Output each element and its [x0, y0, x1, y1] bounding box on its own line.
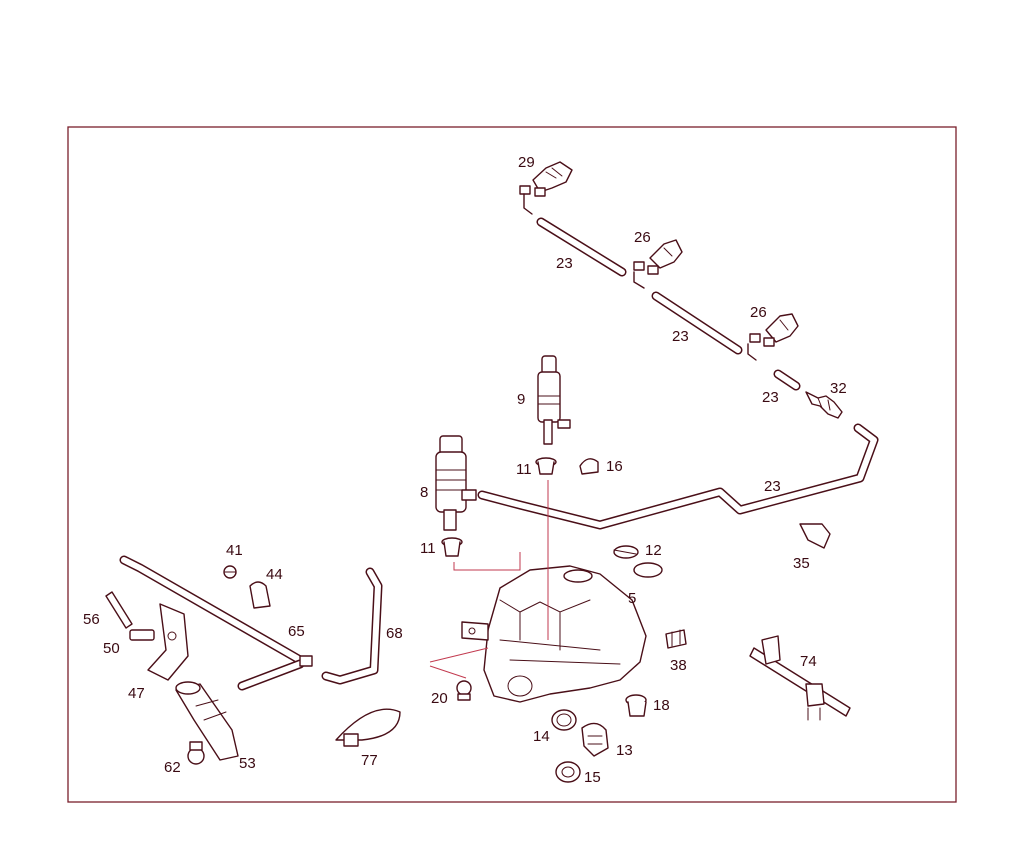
callout-62: 62: [164, 759, 181, 776]
callout-11-b: 11: [420, 540, 436, 557]
callout-77: 77: [361, 752, 378, 769]
callout-15: 15: [584, 769, 601, 786]
callout-41: 41: [226, 542, 243, 559]
nozzle-29: [519, 161, 573, 215]
motor-53: [175, 681, 239, 761]
hose-23-d: [477, 423, 879, 530]
callout-16: 16: [606, 458, 623, 475]
callout-53: 53: [239, 755, 256, 772]
cap-15: [555, 761, 581, 783]
callout-8: 8: [420, 484, 428, 501]
bracket-47: [147, 603, 189, 681]
pump-9: [537, 355, 571, 445]
callout-13: 13: [616, 742, 633, 759]
callout-23-c: 23: [762, 389, 779, 406]
callout-20: 20: [431, 690, 448, 707]
cable-tie-74: [749, 635, 851, 721]
callout-56: 56: [83, 611, 100, 628]
callout-38: 38: [670, 657, 687, 674]
connector-32: [805, 391, 843, 419]
callout-35: 35: [793, 555, 810, 572]
callout-23-d: 23: [764, 478, 781, 495]
clip-38: [665, 629, 687, 649]
sensor-13: [581, 722, 609, 757]
callout-44: 44: [266, 566, 283, 583]
strap-77: [335, 708, 401, 747]
callout-5: 5: [628, 590, 636, 607]
nozzle-26-b: [747, 313, 799, 361]
hose-23-a: [536, 217, 627, 277]
callout-65: 65: [288, 623, 305, 640]
hose-65: [119, 555, 313, 691]
leader-11-reservoir: [453, 552, 521, 571]
bracket-35: [799, 523, 831, 549]
callout-29: 29: [518, 154, 535, 171]
callout-74: 74: [800, 653, 817, 670]
grommet-11-a: [535, 457, 557, 475]
callout-26-b: 26: [750, 304, 767, 321]
pump-8: [435, 435, 477, 531]
callout-11-a: 11: [516, 461, 532, 478]
seal-14: [551, 709, 577, 731]
callout-23-a: 23: [556, 255, 573, 272]
hose-23-c: [773, 369, 801, 391]
reservoir-5: [461, 565, 647, 703]
callout-12: 12: [645, 542, 662, 559]
callout-9: 9: [517, 391, 525, 408]
grommet-44: [249, 581, 271, 609]
grommet-18: [625, 694, 647, 717]
cap-16: [579, 458, 599, 475]
callout-50: 50: [103, 640, 120, 657]
clamp-41: [223, 565, 237, 579]
nozzle-26-a: [633, 239, 683, 289]
callout-32: 32: [830, 380, 847, 397]
hose-23-b: [651, 291, 743, 355]
bolt-56: [105, 591, 133, 629]
bolt-20: [429, 647, 489, 701]
clip-50: [129, 629, 155, 641]
grommet-11-b: [441, 537, 463, 557]
callout-14: 14: [533, 728, 550, 745]
cap-12: [613, 545, 663, 578]
callout-68: 68: [386, 625, 403, 642]
callout-26-a: 26: [634, 229, 651, 246]
callout-47: 47: [128, 685, 145, 702]
hose-68: [321, 567, 383, 685]
bolt-62: [187, 741, 205, 765]
callout-23-b: 23: [672, 328, 689, 345]
callout-18: 18: [653, 697, 670, 714]
diagram-frame: [67, 126, 957, 803]
